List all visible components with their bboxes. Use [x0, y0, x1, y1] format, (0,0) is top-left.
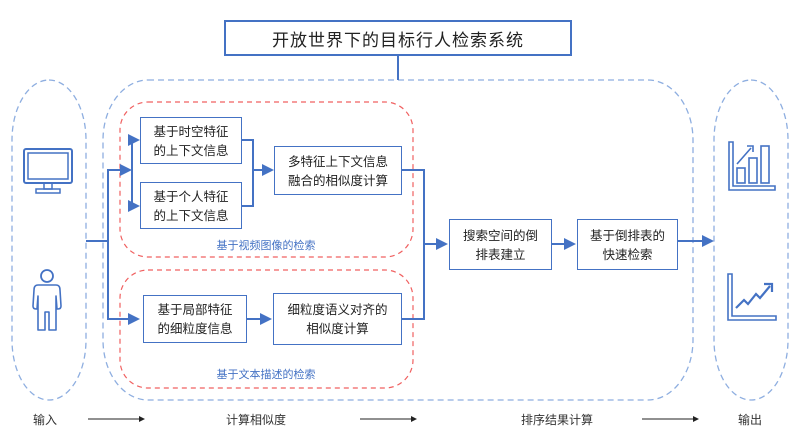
video-group-border	[119, 101, 414, 258]
system-title: 开放世界下的目标行人检索系统	[224, 20, 572, 56]
text-group-label: 基于文本描述的检索	[216, 368, 316, 381]
input-container	[11, 79, 87, 401]
node-fast-retrieval: 基于倒排表的快速检索	[577, 219, 678, 270]
node-semantic-alignment: 细粒度语义对齐的相似度计算	[273, 293, 402, 345]
person-icon	[32, 269, 62, 331]
step-compute-similarity: 计算相似度	[226, 413, 287, 427]
node-multifeature-fusion: 多特征上下文信息融合的相似度计算	[274, 146, 402, 195]
node-personal-context: 基于个人特征的上下文信息	[140, 182, 242, 229]
bar-chart-growth-icon	[728, 141, 776, 191]
line-chart-growth-icon	[727, 273, 777, 321]
step-ranking: 排序结果计算	[521, 413, 594, 427]
monitor-icon	[23, 148, 73, 194]
step-output: 输出	[738, 413, 763, 427]
video-group-label: 基于视频图像的检索	[216, 239, 316, 252]
text-group-border	[119, 269, 414, 389]
step-input: 输入	[33, 413, 58, 427]
node-inverted-index-build: 搜索空间的倒排表建立	[449, 219, 552, 270]
node-local-finegrained: 基于局部特征的细粒度信息	[143, 295, 247, 343]
output-container	[713, 79, 789, 401]
node-spatiotemporal-context: 基于时空特征的上下文信息	[140, 117, 242, 164]
